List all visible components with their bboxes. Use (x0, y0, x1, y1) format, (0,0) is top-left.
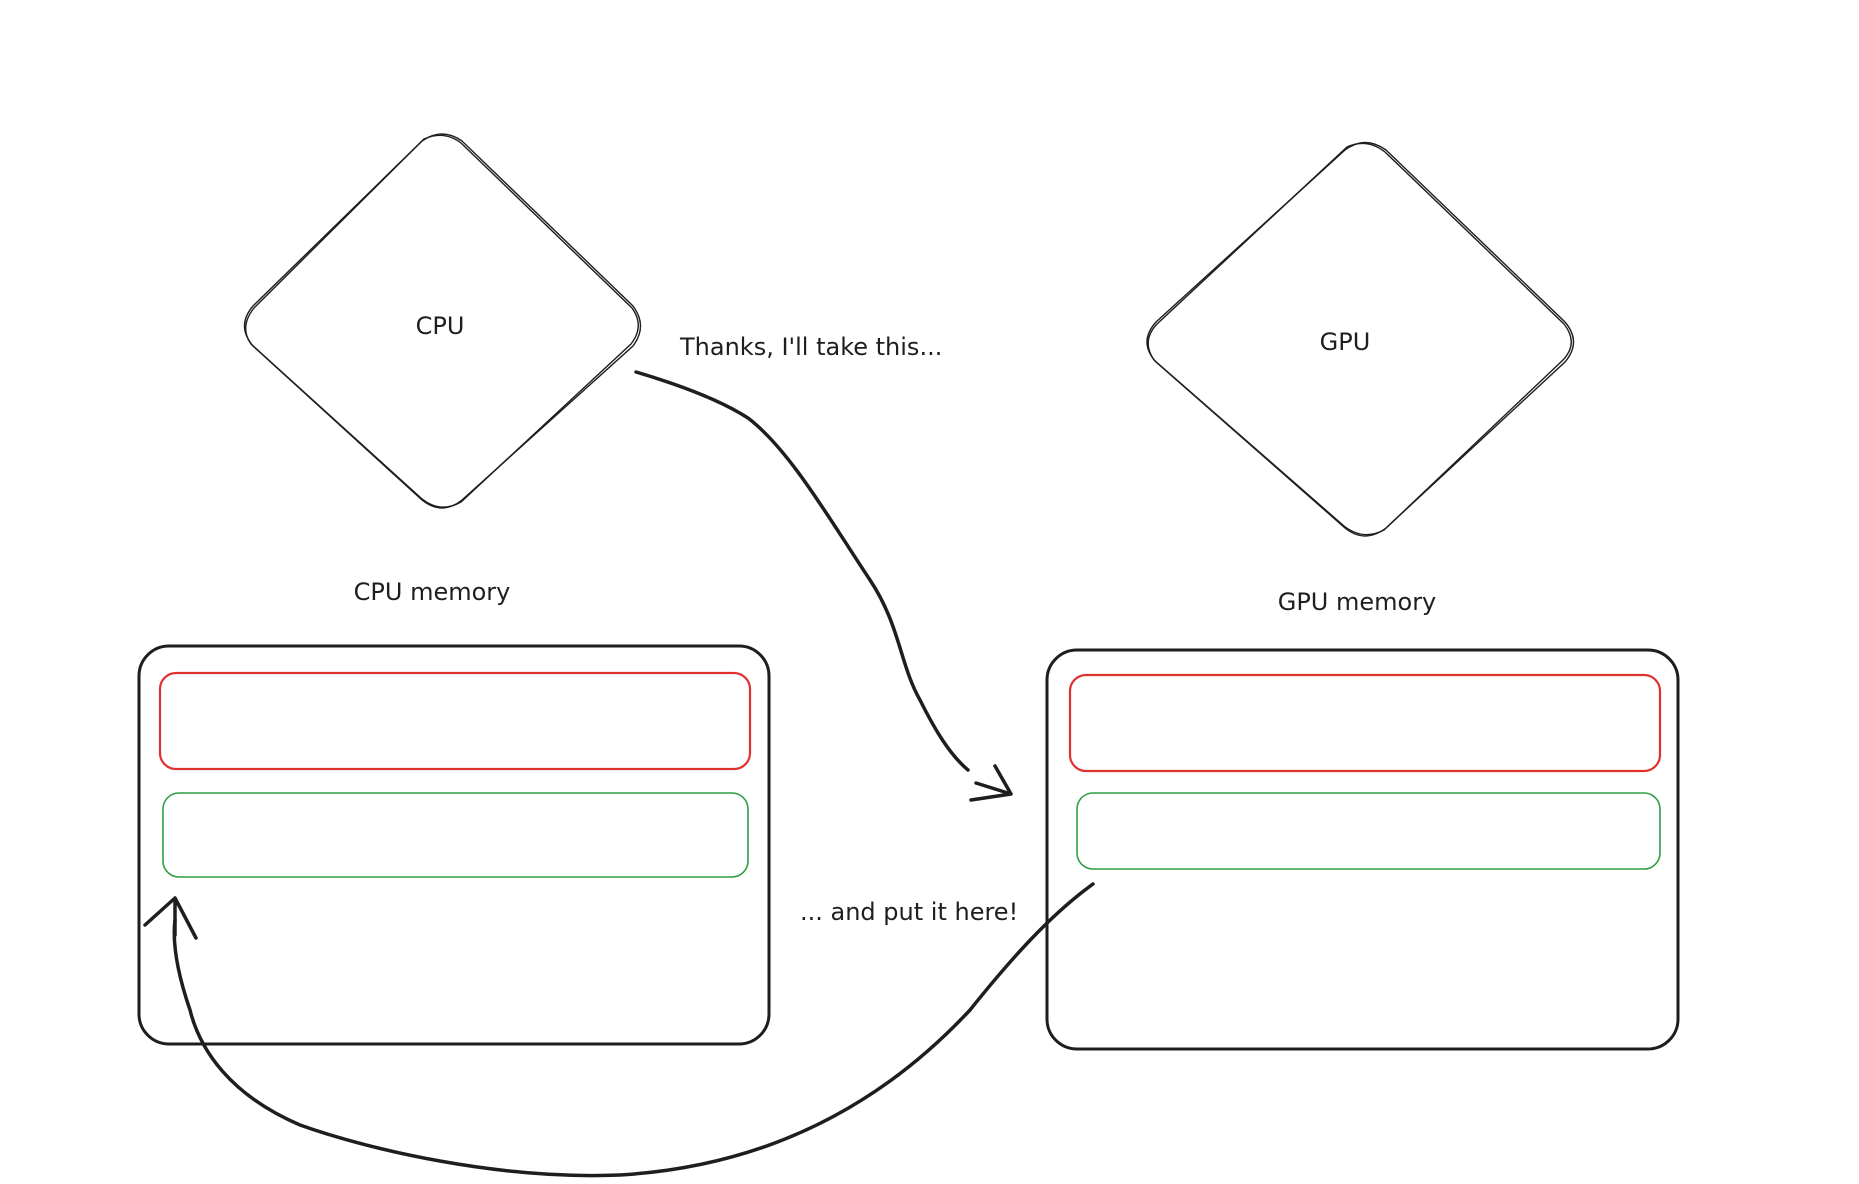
gpu-memory: GPU memory (1045, 588, 1680, 1051)
gpu-memory-box (1045, 648, 1680, 1051)
take-annotation: Thanks, I'll take this... (679, 333, 942, 361)
cpu-label: CPU (416, 312, 465, 340)
gpu-memory-block-green (1076, 792, 1661, 870)
put-annotation: ... and put it here! (800, 898, 1018, 926)
arrow-cpu-to-gpu-memory-line (634, 370, 970, 772)
cpu-memory-block-green (162, 792, 749, 878)
gpu-memory-block-red (1068, 673, 1662, 773)
gpu-diamond-sketch (1147, 142, 1572, 536)
arrow-gpu-memory-to-cpu-memory (143, 882, 1095, 1178)
cpu-memory-box (137, 644, 771, 1046)
gpu-label: GPU (1320, 328, 1371, 356)
arrow-gpu-memory-to-cpu-memory-line (172, 882, 1095, 1178)
arrow-cpu-to-gpu-memory (634, 370, 1013, 802)
gpu-memory-label: GPU memory (1278, 588, 1437, 616)
arrow-gpu-memory-to-cpu-memory-head (143, 896, 198, 940)
cpu-node: CPU (243, 133, 642, 509)
gpu-node: GPU (1146, 141, 1575, 537)
arrow-cpu-to-gpu-memory-head (969, 764, 1013, 802)
cpu-memory-block-red (158, 671, 752, 771)
cpu-diamond-sketch (245, 134, 639, 508)
cpu-memory: CPU memory (137, 578, 771, 1046)
cpu-memory-label: CPU memory (354, 578, 511, 606)
